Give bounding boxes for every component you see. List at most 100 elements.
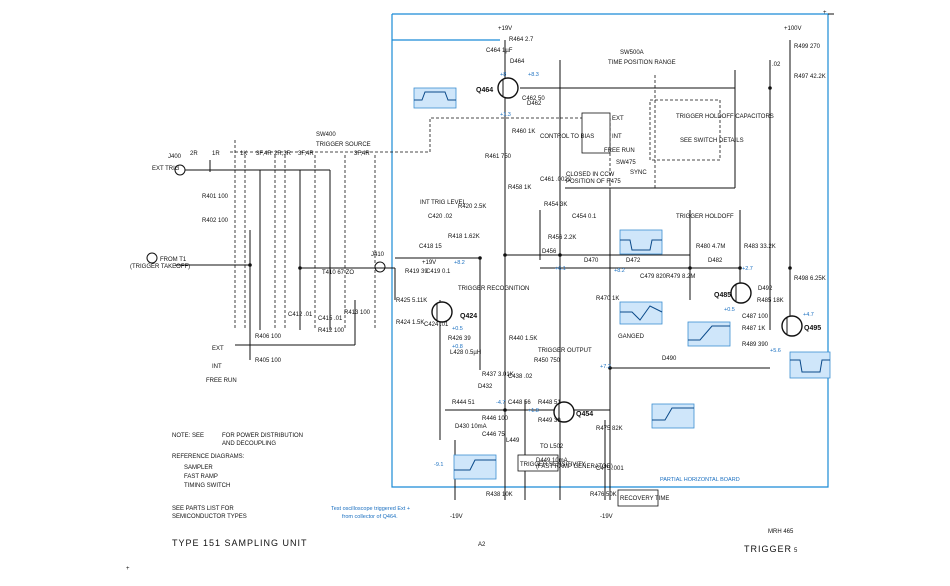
svg-text:TIMING SWITCH: TIMING SWITCH — [184, 483, 230, 489]
trig-sens-box — [517, 454, 559, 472]
ref-title: REFERENCE DIAGRAMS: — [172, 454, 245, 460]
q495-transistor — [781, 315, 803, 337]
c412: C412 .01 — [288, 312, 313, 318]
d462: D462 — [527, 101, 542, 107]
r444: R444 51 — [452, 400, 475, 406]
free-run-label: FREE RUN — [206, 378, 237, 384]
closed-ccw: CLOSED IN CCW — [566, 172, 615, 178]
junctions — [248, 86, 792, 412]
c446: C446 75 — [482, 432, 505, 438]
r418: R418 1.62K — [448, 234, 480, 240]
q454-label: Q454 — [576, 411, 593, 418]
svg-text:+8.2: +8.2 — [614, 268, 625, 274]
svg-text:SEE PARTS LIST FOR: SEE PARTS LIST FOR — [172, 506, 234, 512]
int-label: INT — [212, 364, 222, 370]
svg-text:+1.3: +1.3 — [500, 112, 511, 118]
control-bias: CONTROL TO BIAS — [540, 134, 594, 140]
r460: R460 1K — [512, 129, 535, 135]
d470: D470 — [584, 258, 599, 264]
d490: D490 — [662, 356, 677, 362]
c487: C487 100 — [742, 314, 769, 320]
r437: R437 3.01K — [482, 372, 514, 378]
svg-text:+6.1: +6.1 — [555, 266, 566, 272]
r475: R475 82K — [596, 426, 623, 432]
c462: C462 50 — [522, 96, 545, 102]
title-name: TRIGGER — [744, 544, 792, 554]
d492: D492 — [758, 286, 773, 292]
q424-label: Q424 — [460, 313, 477, 320]
r450: R450 750 — [534, 358, 561, 364]
svg-text:+8.2: +8.2 — [454, 260, 465, 266]
r458: R458 1K — [508, 185, 531, 191]
t410: T410 67 ZO — [322, 270, 354, 276]
r401: R401 100 — [202, 194, 229, 200]
r419: R419 39 — [405, 269, 428, 275]
trigger-takeoff: (TRIGGER TAKEOFF) — [130, 264, 190, 270]
r454: R454 3K — [544, 202, 567, 208]
svg-text:+0.8: +0.8 — [452, 344, 463, 350]
svg-text:2R,3R: 2R,3R — [274, 151, 292, 157]
j400-connector — [174, 164, 186, 176]
r499: R499 270 — [794, 44, 821, 50]
svg-text:FOR POWER DISTRIBUTION: FOR POWER DISTRIBUTION — [222, 433, 303, 439]
c448: C448 56 — [508, 400, 531, 406]
q485-label: Q485 — [714, 292, 731, 299]
svg-text:FAST RAMP: FAST RAMP — [184, 474, 218, 480]
trig-output: TRIGGER OUTPUT — [538, 348, 592, 354]
sw-ext-int-box — [581, 112, 611, 154]
svg-text:+1.8: +1.8 — [528, 408, 539, 414]
sw500: SW500A — [620, 50, 644, 56]
svg-text:+: + — [823, 10, 827, 16]
r405: R405 100 — [255, 358, 282, 364]
switch-linkage — [230, 75, 721, 330]
trig-holdoff-caps: TRIGGER HOLDOFF CAPACITORS — [676, 114, 774, 120]
c419: C419 0.1 — [426, 269, 451, 275]
q454-transistor — [553, 401, 575, 423]
svg-text:+2.7: +2.7 — [742, 266, 753, 272]
r449: R449 39 — [538, 418, 561, 424]
svg-text:SAMPLER: SAMPLER — [184, 465, 213, 471]
note1: NOTE: SEE — [172, 433, 204, 439]
p19-top: +19V — [498, 26, 512, 32]
sw-int: INT — [612, 134, 622, 140]
trig-holdoff: TRIGGER HOLDOFF — [676, 214, 734, 220]
d449: D449 10mA — [536, 458, 568, 464]
r448: R448 51 — [538, 400, 561, 406]
rails — [175, 40, 791, 500]
svg-text:3F,4R: 3F,4R — [298, 151, 314, 157]
c420: C420 .02 — [428, 214, 453, 220]
p100: +100V — [784, 26, 802, 32]
r420: R420 2.5K — [458, 204, 486, 210]
svg-text:+: + — [126, 566, 130, 572]
svg-text:+8: +8 — [500, 72, 506, 78]
sw400: SW400 — [316, 132, 336, 138]
recovery: RECOVERY TIME — [620, 496, 669, 502]
d456: D456 — [542, 249, 557, 255]
r470: R470 1K — [596, 296, 619, 302]
svg-text:+4.7: +4.7 — [803, 312, 814, 318]
svg-text:AND DECOUPLING: AND DECOUPLING — [222, 441, 276, 447]
r498: R498 6.25K — [794, 276, 826, 282]
scope-note-2: from collector of Q464. — [342, 514, 398, 520]
scope-note-1: Test oscilloscope triggered Ext + — [331, 506, 410, 512]
title-center: A2 — [478, 542, 486, 548]
trig-sens: TRIGGER SENSITIVITY — [520, 462, 586, 468]
j400: J400 — [168, 154, 182, 160]
sync: SYNC — [630, 170, 647, 176]
sw-free-run: FREE RUN — [604, 148, 635, 154]
c497: .02 — [772, 62, 781, 68]
c424: C424 .01 — [424, 322, 449, 328]
svg-text:+8.3: +8.3 — [528, 72, 539, 78]
c418: C418 15 — [419, 244, 442, 250]
p19-int: +19V — [422, 260, 436, 266]
c461: C461 .0022 — [540, 177, 572, 183]
r446: R446 100 — [482, 416, 509, 422]
c479: C479 820 — [640, 274, 667, 280]
q485-transistor — [730, 282, 752, 304]
pos-r475: POSITION OF R475 — [566, 179, 621, 185]
m19-a: -19V — [450, 514, 463, 520]
r479: R479 8.2M — [666, 274, 695, 280]
r438: R438 10K — [486, 492, 513, 498]
waveform-grids — [413, 87, 831, 480]
